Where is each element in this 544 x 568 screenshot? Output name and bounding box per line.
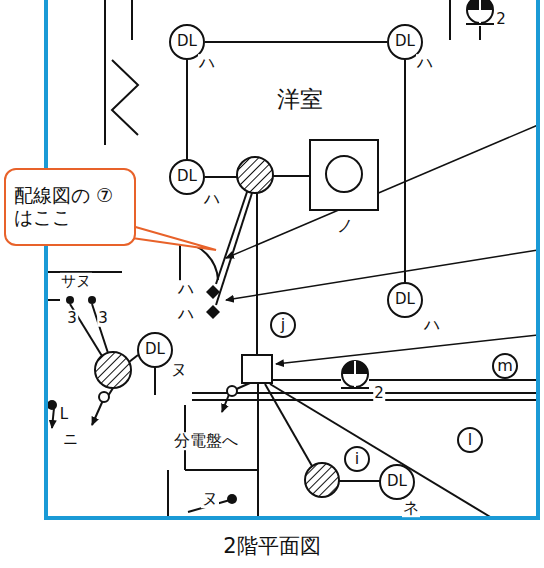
wire [205, 41, 387, 43]
fixture-symbol [341, 361, 369, 388]
node-label: DL [395, 33, 415, 50]
downlight: DL [387, 282, 423, 318]
plan-label: サヌ [60, 273, 92, 290]
callout-letter: m [492, 353, 518, 379]
callout-letter: i [344, 446, 370, 472]
node-label: DL [395, 291, 415, 308]
downlight: DL [137, 332, 173, 368]
switch-symbol [206, 285, 220, 299]
node-label: l [468, 431, 472, 449]
plan-label: 2 [495, 11, 507, 28]
switch-dots [47, 296, 237, 504]
plan-label: ハ [423, 316, 441, 334]
node-label: DL [145, 341, 165, 358]
wiring [70, 26, 538, 518]
junction-box [242, 355, 272, 383]
plan-label: ハ [177, 280, 195, 298]
plan-label: ヌ [170, 361, 188, 379]
callout-letter: l [457, 427, 483, 453]
plan-label: ハ [177, 305, 195, 323]
node-label: j [281, 316, 285, 334]
wall-lines [48, 0, 538, 518]
downlight: DL [169, 159, 205, 195]
fixture-symbol [466, 0, 494, 24]
switch-symbol [206, 305, 220, 319]
plan-label: 分電盤へ [173, 432, 239, 450]
node-label: i [355, 450, 359, 468]
node-label: DL [177, 168, 197, 185]
plan-label: 2 [373, 385, 385, 402]
ceiling-light [95, 352, 131, 388]
ceiling-light [305, 463, 339, 497]
plan-label: ニ [62, 431, 79, 448]
wire [404, 60, 406, 282]
switch-dot [99, 392, 109, 402]
plan-label: L [59, 406, 69, 423]
callout-letter: j [270, 312, 296, 338]
fixture-box [310, 140, 378, 210]
callout-text: 配線図の ⑦はここ [14, 185, 126, 229]
ceiling-light [237, 157, 273, 193]
leader-lines [226, 125, 538, 364]
plan-label: ハ [203, 190, 221, 208]
wire [186, 60, 188, 159]
node-label: DL [177, 33, 197, 50]
caption: 2階平面図 [222, 535, 321, 558]
frame [46, 0, 538, 518]
callout-bubble: 配線図の ⑦はここ [4, 168, 136, 246]
plan-label: ノ [336, 217, 354, 235]
plan-label: ヌ [201, 490, 219, 508]
plan-label: 3 [66, 310, 78, 327]
node-label: m [497, 357, 513, 375]
plan-label: ネ [402, 499, 420, 517]
plan-label: 洋室 [276, 87, 324, 112]
plan-label: ハ [416, 54, 434, 72]
home-run-arrows [52, 392, 230, 428]
downlight: DL [379, 464, 415, 500]
fixture-light [326, 156, 362, 192]
plan-label: 3 [97, 310, 109, 327]
plan-label: ハ [198, 54, 216, 72]
node-label: DL [387, 473, 407, 490]
switch-dot [227, 386, 237, 396]
